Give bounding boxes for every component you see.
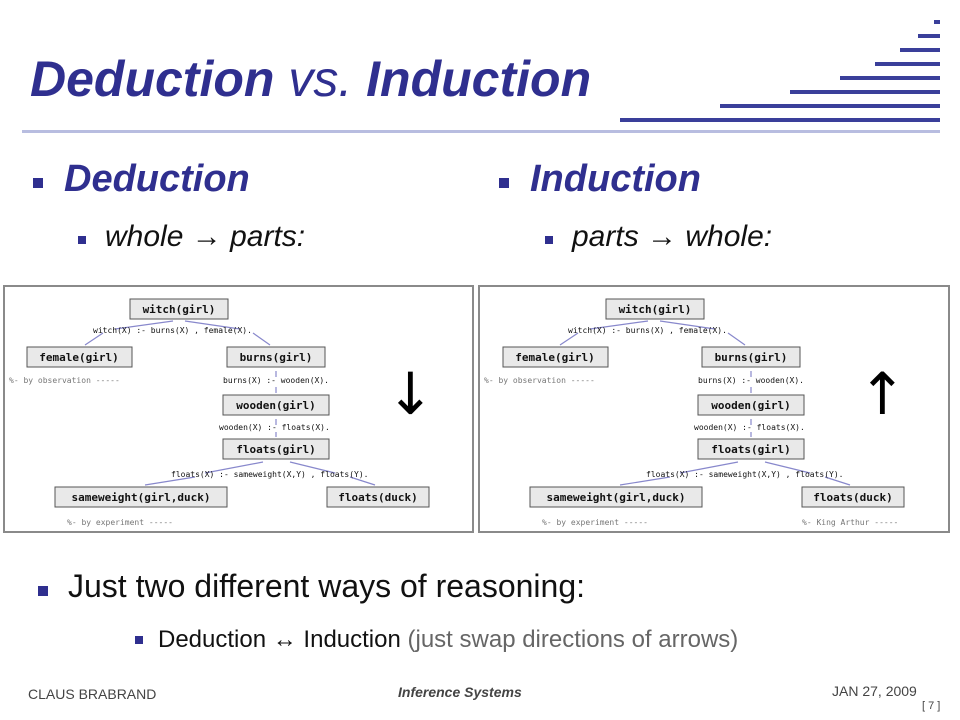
deduction-heading: Deduction bbox=[64, 158, 250, 200]
sub-bullet-icon bbox=[545, 236, 553, 244]
comment-observation: %- by observation ----- bbox=[9, 376, 120, 385]
rule-wooden: wooden(X) :- floats(X). bbox=[694, 423, 805, 432]
title-vs: vs. bbox=[288, 51, 353, 107]
node-witch: witch(girl) bbox=[129, 298, 229, 320]
node-sameweight: sameweight(girl,duck) bbox=[54, 486, 228, 508]
node-female: female(girl) bbox=[26, 346, 133, 368]
svg-text:floats(duck): floats(duck) bbox=[813, 491, 892, 504]
sub-parts: parts: bbox=[230, 220, 306, 253]
sub-whole: whole: bbox=[685, 220, 773, 253]
comment-experiment: %- by experiment ----- bbox=[67, 518, 173, 527]
sub-whole: whole bbox=[105, 220, 184, 253]
reasoning-statement: Just two different ways of reasoning: bbox=[68, 568, 586, 604]
svg-text:female(girl): female(girl) bbox=[515, 351, 594, 364]
svg-text:floats(duck): floats(duck) bbox=[338, 491, 417, 504]
svg-text:sameweight(girl,duck): sameweight(girl,duck) bbox=[546, 491, 685, 504]
bullet-icon bbox=[499, 178, 509, 188]
rule-burns: burns(X) :- wooden(X). bbox=[698, 376, 804, 385]
sub-bullet-icon bbox=[78, 236, 86, 244]
comment-king-arthur: %- King Arthur ----- bbox=[802, 518, 898, 527]
rule-witch: witch(X) :- burns(X) , female(X). bbox=[93, 326, 252, 335]
comment-observation: %- by observation ----- bbox=[484, 376, 595, 385]
swap-deduction: Deduction bbox=[158, 626, 267, 653]
up-arrow-icon: ↑ bbox=[858, 360, 907, 428]
svg-text:floats(girl): floats(girl) bbox=[236, 443, 315, 456]
swap-induction: Induction bbox=[303, 626, 401, 653]
swap-statement: Deduction ↔ Induction (just swap directi… bbox=[158, 626, 738, 654]
node-floatsduck: floats(duck) bbox=[801, 486, 905, 508]
induction-heading: Induction bbox=[530, 158, 701, 200]
svg-text:floats(girl): floats(girl) bbox=[711, 443, 790, 456]
sub-parts: parts bbox=[572, 220, 639, 253]
deduction-diagram: witch(girl) female(girl) burns(girl) woo… bbox=[3, 285, 474, 533]
svg-text:burns(girl): burns(girl) bbox=[715, 351, 788, 364]
rule-burns: burns(X) :- wooden(X). bbox=[223, 376, 329, 385]
svg-text:sameweight(girl,duck): sameweight(girl,duck) bbox=[71, 491, 210, 504]
svg-text:witch(girl): witch(girl) bbox=[143, 303, 216, 316]
right-arrow-icon: → bbox=[647, 220, 678, 253]
bullet-icon bbox=[33, 178, 43, 188]
svg-text:female(girl): female(girl) bbox=[39, 351, 118, 364]
node-female: female(girl) bbox=[502, 346, 609, 368]
rule-wooden: wooden(X) :- floats(X). bbox=[219, 423, 330, 432]
node-burns: burns(girl) bbox=[701, 346, 801, 368]
title-induction: Induction bbox=[366, 51, 592, 107]
swap-note: (just swap directions of arrows) bbox=[407, 626, 739, 653]
down-arrow-icon: ↓ bbox=[386, 360, 435, 428]
node-floats: floats(girl) bbox=[222, 438, 330, 460]
rule-floats: floats(X) :- sameweight(X,Y) , floats(Y)… bbox=[171, 470, 368, 479]
node-witch: witch(girl) bbox=[605, 298, 705, 320]
induction-diagram: witch(girl) female(girl) burns(girl) woo… bbox=[478, 285, 950, 533]
node-sameweight: sameweight(girl,duck) bbox=[529, 486, 703, 508]
footer-page-number: [ 7 ] bbox=[922, 700, 941, 712]
footer-author: CLAUS BRABRAND bbox=[28, 686, 157, 702]
comment-experiment: %- by experiment ----- bbox=[542, 518, 648, 527]
node-floats: floats(girl) bbox=[697, 438, 805, 460]
footer-course: Inference Systems bbox=[398, 684, 522, 700]
svg-text:witch(girl): witch(girl) bbox=[619, 303, 692, 316]
double-arrow-icon: ↔ bbox=[272, 626, 297, 653]
node-floatsduck: floats(duck) bbox=[326, 486, 430, 508]
sub-bullet-icon bbox=[135, 636, 143, 644]
deduction-tree: witch(girl) female(girl) burns(girl) woo… bbox=[9, 298, 430, 527]
svg-text:wooden(girl): wooden(girl) bbox=[711, 399, 790, 412]
svg-text:wooden(girl): wooden(girl) bbox=[236, 399, 315, 412]
induction-subtitle: parts → whole: bbox=[572, 220, 772, 254]
node-wooden: wooden(girl) bbox=[697, 394, 805, 416]
title-deduction: Deduction bbox=[30, 51, 275, 107]
title-underline bbox=[22, 130, 940, 133]
rule-witch: witch(X) :- burns(X) , female(X). bbox=[568, 326, 727, 335]
bullet-icon bbox=[38, 586, 48, 596]
node-burns: burns(girl) bbox=[226, 346, 326, 368]
svg-text:burns(girl): burns(girl) bbox=[240, 351, 313, 364]
induction-tree: witch(girl) female(girl) burns(girl) woo… bbox=[484, 298, 905, 527]
slide-title: Deduction vs. Induction bbox=[30, 50, 591, 108]
right-arrow-icon: → bbox=[191, 220, 222, 253]
rule-floats: floats(X) :- sameweight(X,Y) , floats(Y)… bbox=[646, 470, 843, 479]
footer-date: JAN 27, 2009 bbox=[832, 683, 917, 699]
deduction-subtitle: whole → parts: bbox=[105, 220, 305, 254]
node-wooden: wooden(girl) bbox=[222, 394, 330, 416]
